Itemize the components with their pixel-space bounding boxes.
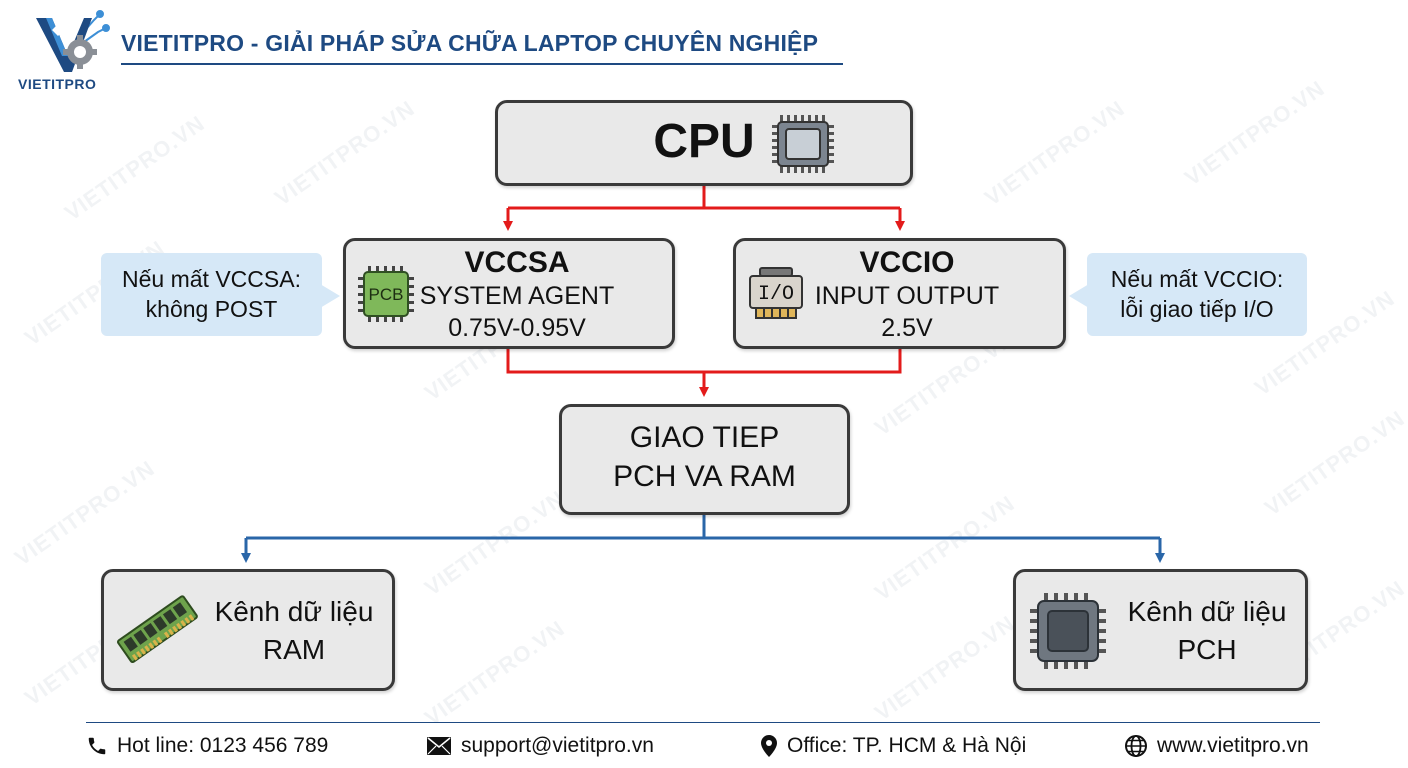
rails-merge-line — [506, 348, 902, 374]
note-vccsa-pointer — [320, 284, 340, 308]
globe-icon — [1125, 735, 1147, 757]
location-pin-icon — [761, 735, 777, 757]
vccsa-voltage: 0.75V-0.95V — [448, 314, 586, 342]
note-vccio-pointer — [1069, 284, 1089, 308]
cpu-label: CPU — [653, 115, 755, 168]
vccio-title: VCCIO — [859, 246, 955, 279]
pcb-icon-label: PCB — [368, 285, 404, 304]
vccio-voltage: 2.5V — [881, 314, 933, 342]
brand-logo[interactable] — [22, 6, 114, 94]
pch-line1: Kênh dữ liệu — [1127, 596, 1287, 627]
ram-stick-icon — [114, 586, 202, 679]
website-text: www.vietitpro.vn — [1157, 734, 1309, 757]
email-text: support@vietitpro.vn — [461, 734, 654, 757]
footer-office[interactable]: Office: TP. HCM & Hà Nội — [760, 734, 1026, 758]
logo-icon — [36, 10, 110, 72]
note-vccsa-line1: Nếu mất VCCSA: — [122, 266, 301, 292]
note-vccsa-loss: Nếu mất VCCSA: không POST — [101, 253, 322, 336]
ram-line2: RAM — [262, 634, 326, 665]
note-vccsa-line2: không POST — [145, 295, 278, 322]
vccio-subtitle: INPUT OUTPUT — [814, 282, 1000, 310]
ram-line1: Kênh dữ liệu — [214, 596, 374, 627]
page-title: VIETITPRO - GIẢI PHÁP SỬA CHỮA LAPTOP CH… — [121, 30, 819, 56]
cpu-branch-line — [508, 186, 900, 210]
note-vccio-loss: Nếu mất VCCIO: lỗi giao tiếp I/O — [1087, 253, 1307, 336]
comm-line1: GIAO TIEP — [629, 421, 780, 454]
brand-name: VIETITPRO — [18, 76, 97, 92]
io-chip-icon — [746, 266, 806, 329]
pcb-chip-icon — [356, 264, 416, 329]
comm-branch-line — [246, 514, 1160, 540]
pch-chip-icon — [1026, 589, 1110, 678]
footer-divider — [86, 722, 1320, 723]
footer-website[interactable]: www.vietitpro.vn — [1124, 734, 1309, 758]
pch-line2: PCH — [1177, 634, 1237, 665]
footer-hotline[interactable]: Hot line: 0123 456 789 — [86, 734, 328, 758]
hotline-text: Hot line: 0123 456 789 — [117, 734, 329, 757]
footer-email[interactable]: support@vietitpro.vn — [426, 734, 654, 758]
cpu-node[interactable] — [495, 100, 913, 186]
io-icon-label: I/O — [757, 283, 794, 306]
note-vccio-line1: Nếu mất VCCIO: — [1110, 266, 1284, 292]
phone-icon — [88, 737, 106, 755]
email-icon — [427, 737, 451, 755]
vccsa-subtitle: SYSTEM AGENT — [419, 282, 615, 310]
cpu-chip-icon — [770, 113, 836, 180]
header-divider — [121, 63, 843, 65]
comm-line2: PCH VA RAM — [613, 460, 796, 493]
pch-ram-communication-node[interactable] — [559, 404, 850, 515]
office-text: Office: TP. HCM & Hà Nội — [787, 734, 1027, 757]
vccsa-title: VCCSA — [464, 246, 570, 279]
note-vccio-line2: lỗi giao tiếp I/O — [1120, 295, 1274, 322]
